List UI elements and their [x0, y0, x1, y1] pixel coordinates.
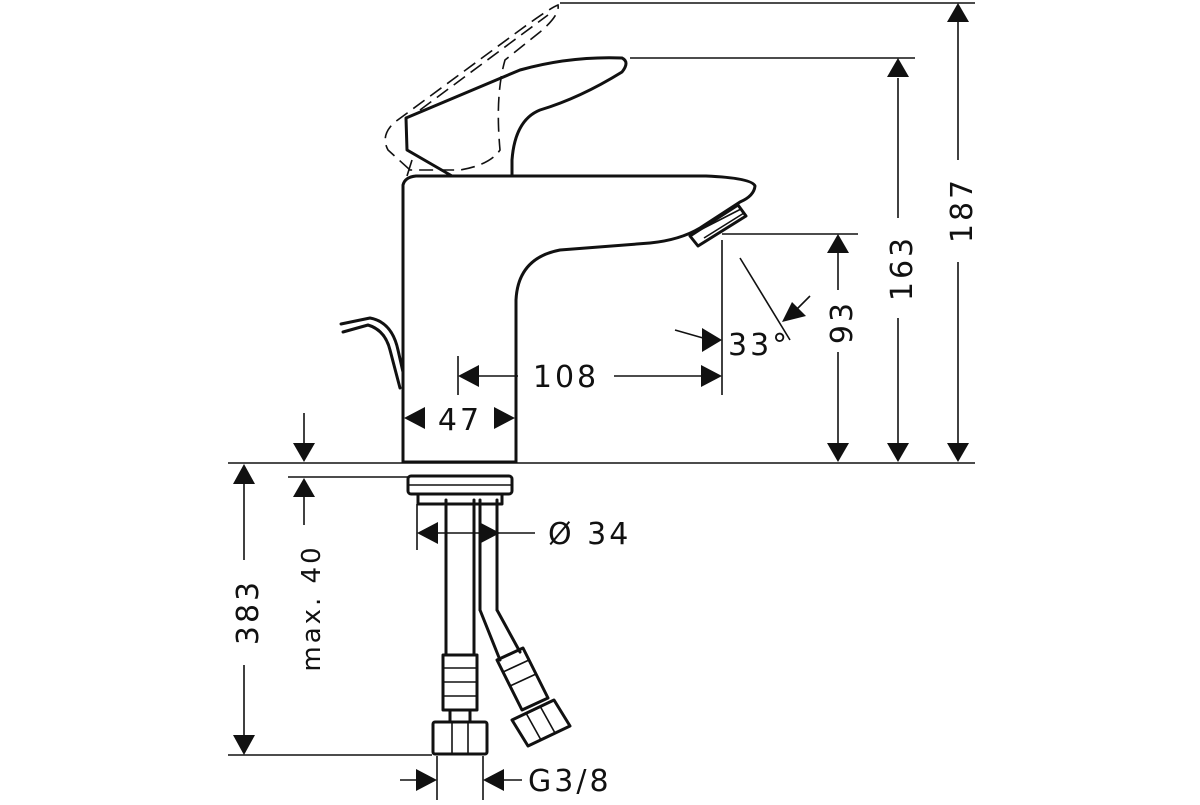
dim-spray-angle: 33° — [674, 240, 811, 395]
drain-rod — [339, 316, 405, 390]
dim-hose-length: 383 — [228, 464, 432, 756]
dim-counter-thickness-label: max. 40 — [297, 544, 327, 671]
dim-spout-reach: 108 — [457, 356, 722, 395]
dim-total-height: 187 — [560, 2, 980, 462]
lever-outline — [404, 56, 628, 178]
lever-handle — [404, 56, 628, 178]
supply-hoses — [431, 498, 572, 756]
dim-outlet-height: 93 — [722, 233, 860, 462]
faucet-body — [401, 174, 757, 464]
aerator-outline — [688, 203, 748, 248]
dim-mount-diameter: Ø 34 — [416, 504, 631, 552]
dim-spout-reach-label: 108 — [533, 360, 599, 395]
dim-outlet-height-label: 93 — [825, 300, 860, 344]
dim-thread-label: G3/8 — [528, 764, 612, 799]
dim-spray-angle-label: 33° — [728, 328, 790, 363]
dim-spout-height-label: 163 — [885, 235, 920, 301]
dim-counter-thickness: max. 40 — [293, 413, 327, 672]
dim-mount-diameter-label: Ø 34 — [548, 517, 631, 552]
dim-total-height-label: 187 — [945, 177, 980, 243]
dim-thread: G3/8 — [400, 756, 612, 800]
dim-hose-length-label: 383 — [231, 579, 266, 645]
mounting-nut — [406, 474, 514, 506]
faucet-column-outline — [401, 174, 757, 464]
dim-body-width: 47 — [404, 403, 515, 438]
dim-spout-height: 163 — [630, 57, 920, 462]
dim-body-width-label: 47 — [438, 403, 482, 438]
lever-open-position — [384, 3, 559, 171]
